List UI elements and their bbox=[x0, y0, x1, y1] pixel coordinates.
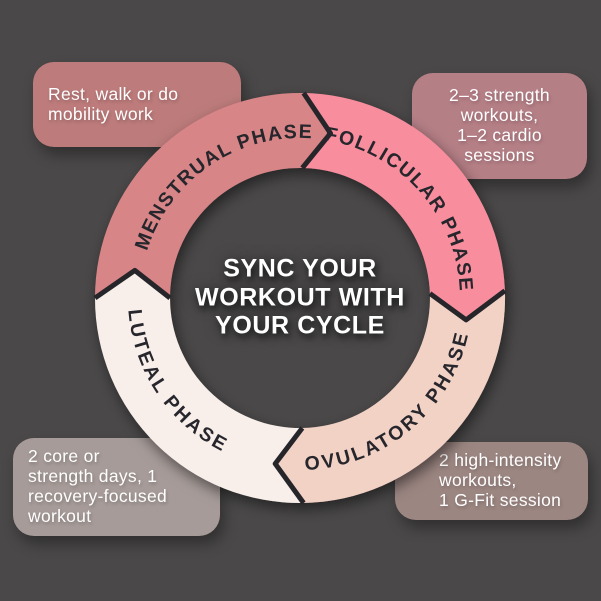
callout-follicular-text: 2–3 strength workouts, 1–2 cardio sessio… bbox=[449, 85, 550, 165]
callout-menstrual-text: Rest, walk or do mobility work bbox=[48, 83, 179, 124]
callout-ovulatory-text: 2 high-intensity workouts, 1 G-Fit sessi… bbox=[439, 450, 562, 510]
divider-arrow-luteal-menstrual bbox=[93, 267, 172, 301]
callout-luteal: 2 core or strength days, 1 recovery-focu… bbox=[13, 438, 220, 536]
divider-arrow-ovulatory-luteal bbox=[272, 426, 306, 505]
callout-menstrual: Rest, walk or do mobility work bbox=[33, 62, 241, 147]
callout-luteal-text: 2 core or strength days, 1 recovery-focu… bbox=[28, 446, 168, 526]
divider-arrow-follicular-ovulatory bbox=[428, 288, 507, 323]
segment-menstrual bbox=[95, 92, 331, 298]
center-title: SYNC YOUR WORKOUT WITH YOUR CYCLE bbox=[195, 254, 405, 340]
segment-follicular bbox=[302, 93, 505, 320]
divider-arrow-menstrual-follicular bbox=[300, 91, 333, 170]
segment-luteal bbox=[94, 270, 304, 504]
segment-ovulatory bbox=[275, 290, 506, 503]
